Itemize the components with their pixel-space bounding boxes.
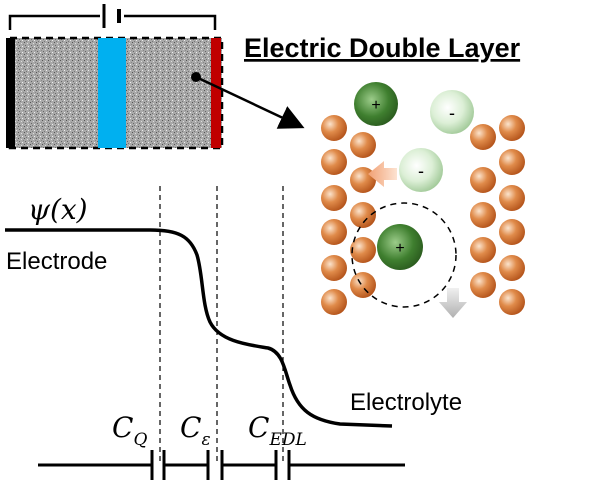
anion-middle: -: [399, 148, 443, 192]
electrode-atom: [321, 149, 347, 175]
attraction-arrow: [368, 161, 397, 187]
cap-edl-label: CEDL: [248, 411, 307, 450]
battery-wire-left: [8, 14, 100, 30]
electrode-atom: [321, 289, 347, 315]
separator: [98, 38, 126, 148]
battery-wire-right: [124, 14, 217, 30]
motion-arrow: [439, 288, 467, 318]
cap-q-label: CQ: [112, 411, 147, 450]
electrode-atoms-left: [321, 115, 376, 315]
electrode-atom: [470, 202, 496, 228]
electrode-atom: [321, 255, 347, 281]
cation-top: +: [354, 82, 398, 126]
cation-solvated: +: [377, 224, 423, 270]
electrode-atom: [499, 255, 525, 281]
anion-sign: -: [418, 161, 424, 181]
zoom-arrow: [195, 75, 305, 129]
electrode-atom: [470, 272, 496, 298]
potential-plot: ψ(x) Electrode Electrolyte: [5, 186, 462, 465]
electrode-atom: [350, 272, 376, 298]
electrode-label: Electrode: [6, 248, 107, 275]
cell-schematic: [6, 4, 305, 150]
electrode-atom: [499, 185, 525, 211]
edl-zoom: + - - +: [321, 82, 525, 318]
electrode-atom: [321, 185, 347, 211]
cation-sign: +: [395, 240, 404, 257]
cation: [377, 224, 423, 270]
right-electrode: [211, 38, 221, 148]
electrode-atoms-right: [470, 115, 525, 315]
electrode-atom: [350, 202, 376, 228]
anion-top: -: [430, 90, 474, 134]
electrode-atom: [350, 132, 376, 158]
anion: [430, 90, 474, 134]
anion: [399, 148, 443, 192]
electrode-atom: [470, 167, 496, 193]
electrode-atom: [470, 124, 496, 150]
electrode-atom: [499, 115, 525, 141]
electrode-atom: [470, 237, 496, 263]
potential-curve: [5, 228, 393, 428]
cation-sign: +: [371, 97, 380, 114]
left-electrode: [6, 38, 15, 148]
electrode-atom: [321, 115, 347, 141]
electrode-atom: [321, 219, 347, 245]
electrolyte-label: Electrolyte: [350, 389, 462, 416]
anion-sign: -: [449, 103, 455, 123]
electrode-atom: [350, 237, 376, 263]
diagram-title: Electric Double Layer: [244, 33, 521, 63]
cap-eps-label: Cε: [180, 411, 211, 450]
capacitor-labels: CQ Cε CEDL: [112, 411, 307, 450]
electrode-atom: [499, 149, 525, 175]
solvation-shell: [351, 202, 457, 308]
electrode-atom: [499, 289, 525, 315]
series-capacitors: [38, 450, 405, 480]
psi-label: ψ(x): [28, 193, 88, 226]
cation: [354, 82, 398, 126]
electrode-atom: [499, 219, 525, 245]
